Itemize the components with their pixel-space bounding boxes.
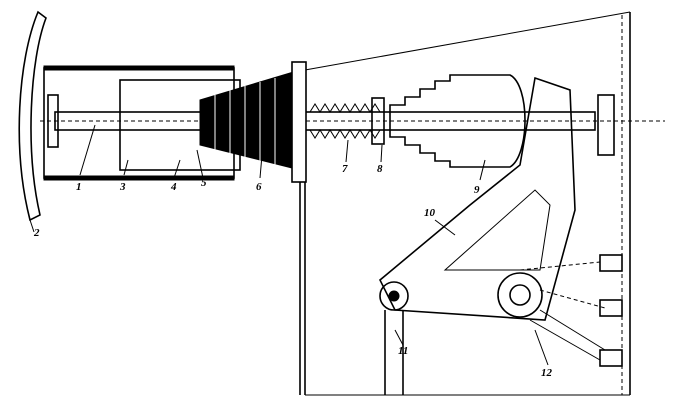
label-11: 11	[398, 345, 408, 357]
stepped-insulator	[389, 74, 526, 168]
label-4: 4	[170, 181, 177, 193]
shaft	[40, 94, 665, 148]
bolts	[597, 94, 623, 367]
label-6: 6	[256, 181, 262, 193]
label-1: 1	[76, 181, 82, 193]
label-12: 12	[541, 367, 553, 379]
label-10: 10	[424, 207, 436, 219]
label-3: 3	[119, 181, 126, 193]
label-9: 9	[474, 184, 480, 196]
label-8: 8	[377, 163, 383, 175]
insulator-disk	[18, 10, 47, 233]
frame	[299, 11, 631, 396]
label-7: 7	[342, 163, 348, 175]
leader-lines	[79, 124, 549, 366]
lever-arm	[379, 76, 606, 395]
spring	[309, 97, 385, 145]
label-5: 5	[201, 177, 207, 189]
label-2: 2	[33, 227, 40, 239]
bellows	[199, 61, 307, 183]
